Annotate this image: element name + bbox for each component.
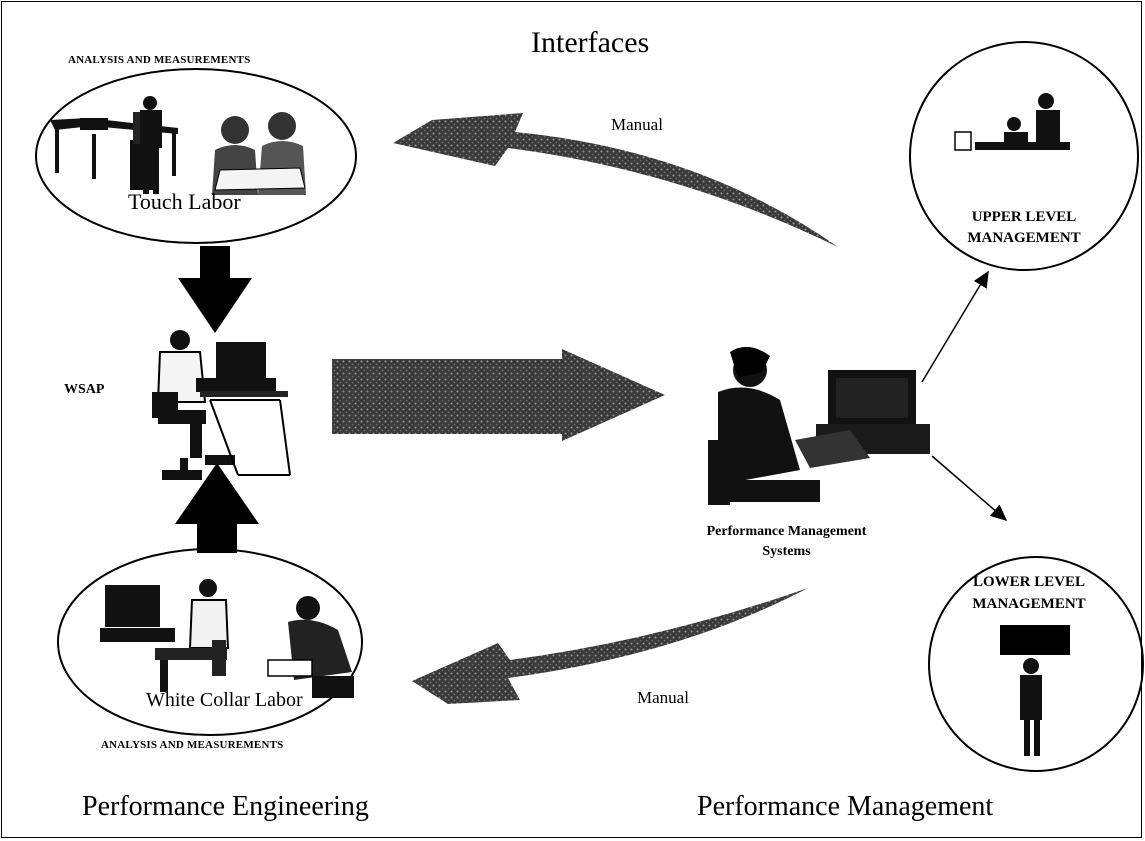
upper-mgmt-circle [909, 41, 1139, 271]
bottom-left-caption: ANALYSIS AND MEASUREMENTS [101, 739, 284, 751]
white-collar-label: White Collar Labor [146, 689, 303, 711]
touch-labor-illustration [50, 96, 306, 195]
pms-label-line1: Performance Management [706, 524, 867, 539]
wsap-to-pms-arrow [332, 349, 665, 441]
arrow-to-upper-mgmt [921, 270, 989, 383]
touch-labor-ellipse [35, 68, 357, 244]
arrow-to-lower-mgmt [931, 455, 1008, 521]
touch-labor-label: Touch Labor [128, 189, 241, 214]
footer-left-label: Performance Engineering [82, 791, 369, 822]
lower-mgmt-line1: LOWER LEVEL [972, 574, 1086, 590]
top-left-caption: ANALYSIS AND MEASUREMENTS [68, 54, 251, 66]
pms-illustration [708, 346, 930, 505]
footer-right-label: Performance Management [697, 791, 994, 822]
wsap-illustration [152, 330, 291, 480]
white-collar-illustration [100, 579, 354, 698]
lower-mgmt-circle [928, 556, 1144, 772]
bottom-manual-arrow [412, 588, 808, 704]
top-manual-arrow [393, 113, 838, 247]
down-arrow [178, 246, 252, 333]
lower-mgmt-illustration [1000, 625, 1070, 756]
lower-mgmt-line2: MANAGEMENT [972, 596, 1086, 612]
top-manual-label: Manual [611, 115, 663, 134]
pms-label-line2: Systems [762, 544, 811, 559]
bottom-manual-label: Manual [637, 688, 689, 707]
wsap-label: WSAP [64, 382, 105, 397]
upper-mgmt-line2: MANAGEMENT [967, 230, 1081, 246]
upper-mgmt-illustration [954, 93, 1070, 151]
up-arrow [175, 463, 259, 553]
upper-mgmt-line1: UPPER LEVEL [971, 209, 1077, 225]
diagram-title: Interfaces [531, 26, 650, 59]
